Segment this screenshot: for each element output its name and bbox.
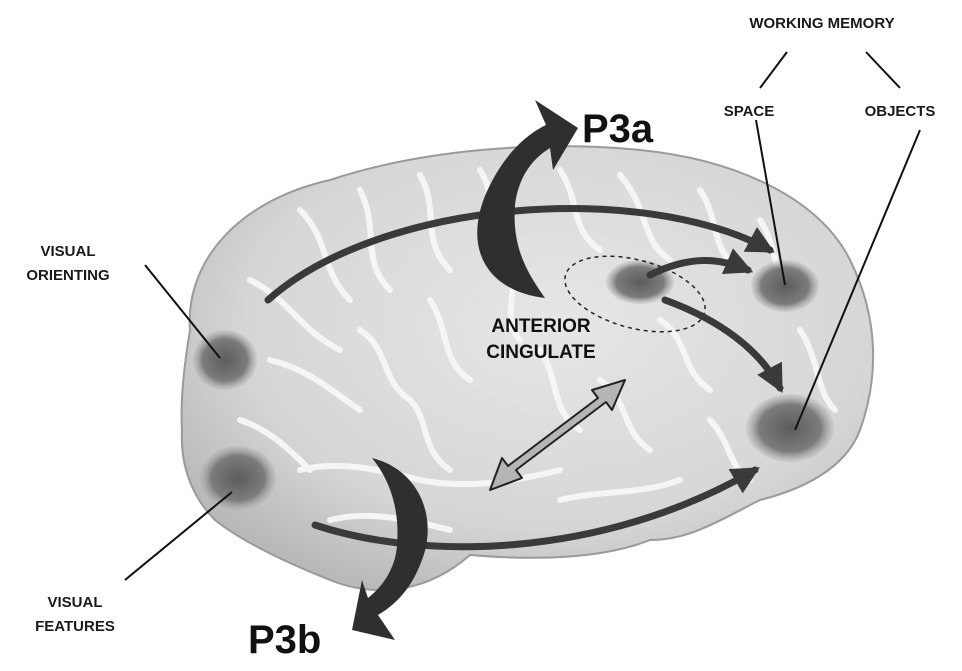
label-visual-orienting-2: ORIENTING — [26, 267, 109, 284]
region-visual-orienting — [193, 330, 257, 390]
region-objects — [746, 394, 834, 462]
region-space — [751, 260, 819, 312]
label-visual-features-2: FEATURES — [35, 618, 115, 635]
label-working-memory: WORKING MEMORY — [749, 15, 894, 32]
line-visual-features — [125, 492, 232, 580]
label-space: SPACE — [724, 103, 775, 120]
label-p3b: P3b — [248, 618, 321, 662]
line-wm-objects — [866, 52, 900, 88]
label-visual-orienting-1: VISUAL — [40, 243, 95, 260]
label-p3a: P3a — [582, 107, 654, 151]
line-wm-space — [760, 52, 787, 88]
label-objects: OBJECTS — [865, 103, 936, 120]
label-anterior-1: ANTERIOR — [491, 316, 591, 337]
label-anterior-2: CINGULATE — [486, 342, 595, 363]
label-visual-features-1: VISUAL — [47, 594, 102, 611]
region-visual-features — [200, 446, 276, 510]
